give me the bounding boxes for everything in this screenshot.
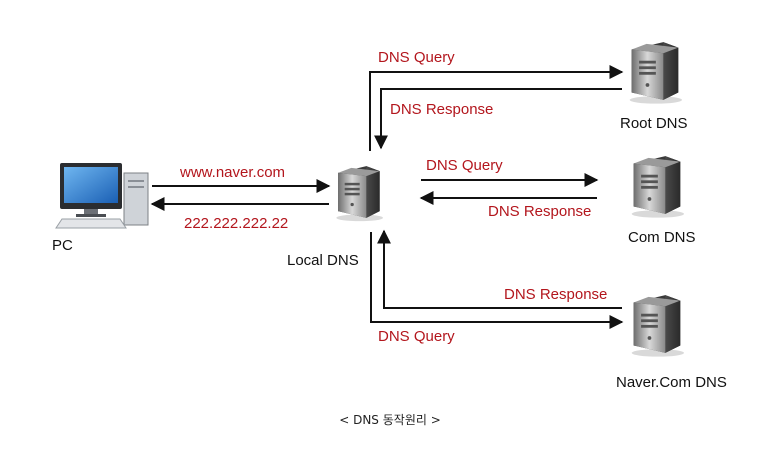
com-dns-label: Com DNS: [628, 229, 696, 246]
com-query-label: DNS Query: [426, 157, 503, 174]
pc-request-label: www.naver.com: [179, 164, 285, 181]
naver-query-arrow: [370, 232, 624, 329]
root-dns-server-icon: [629, 42, 682, 104]
pc-icon: [55, 163, 149, 229]
root-query-arrow: [369, 65, 624, 151]
root-response-arrow: [374, 88, 622, 150]
local-dns-server-icon: [336, 166, 383, 222]
local-dns-label: Local DNS: [287, 252, 359, 269]
root-dns-label: Root DNS: [620, 115, 688, 132]
com-dns-server-icon: [631, 156, 684, 218]
naver-query-label: DNS Query: [378, 328, 455, 345]
naver-response-label: DNS Response: [504, 286, 607, 303]
diagram-caption: < DNS 동작원리 >: [339, 413, 441, 427]
naver-com-dns-label: Naver.Com DNS: [616, 374, 727, 391]
pc-reply-label: 222.222.222.22: [184, 215, 288, 232]
naver-response-arrow: [377, 229, 622, 309]
naver-com-dns-server-icon: [631, 295, 684, 357]
com-response-label: DNS Response: [488, 203, 591, 220]
root-response-label: DNS Response: [390, 101, 493, 118]
pc-label: PC: [52, 237, 73, 254]
root-query-label: DNS Query: [378, 49, 455, 66]
